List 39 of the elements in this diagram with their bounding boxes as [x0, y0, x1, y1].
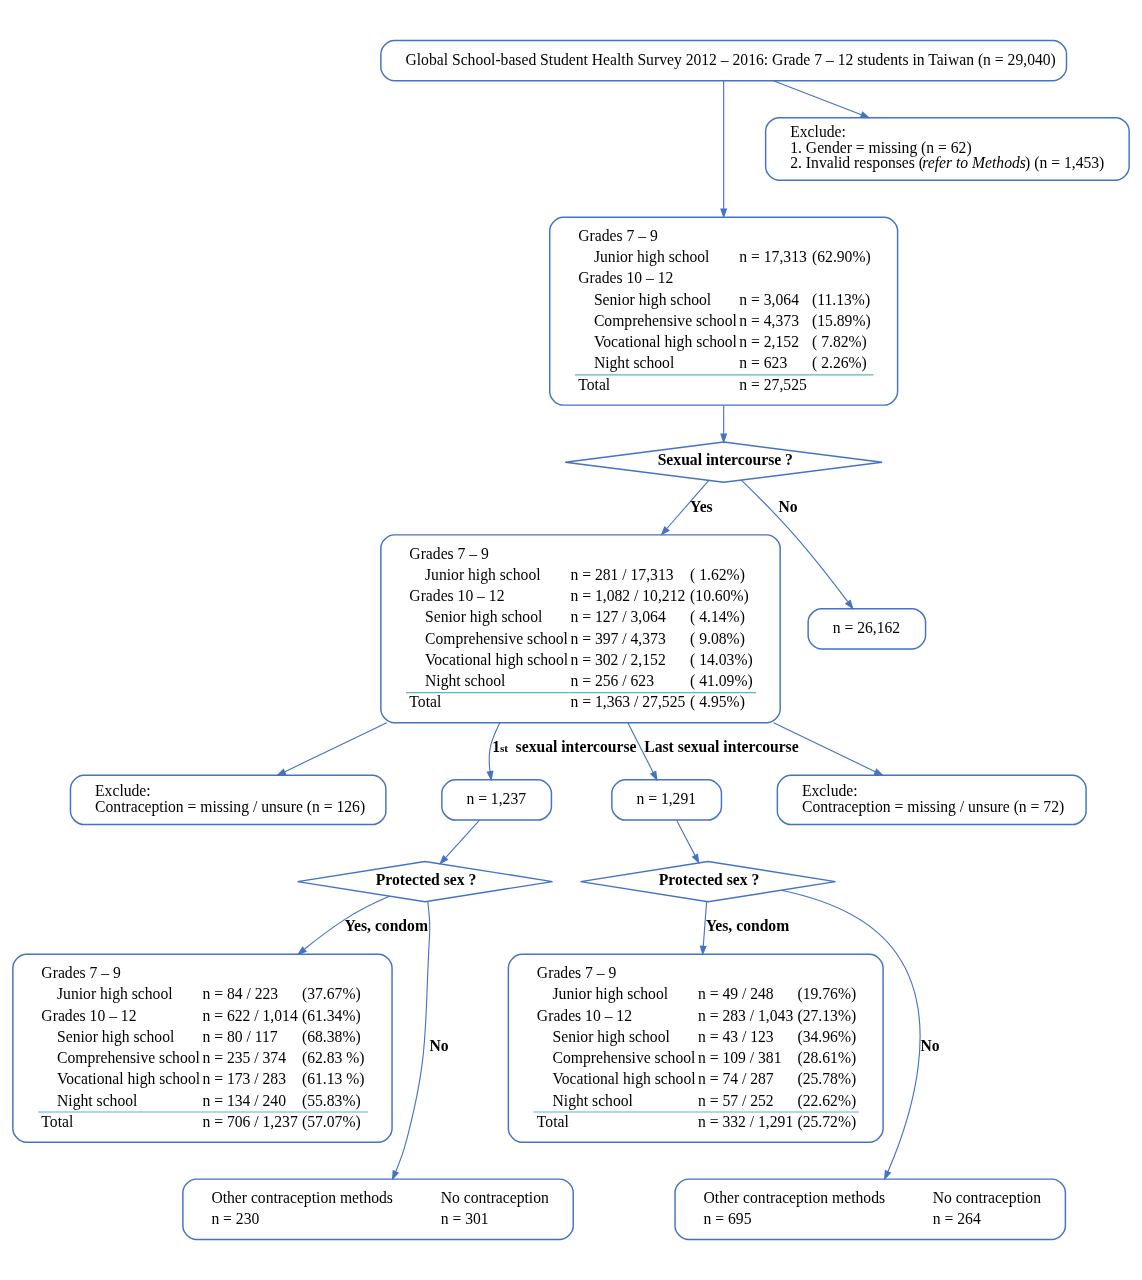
arrow — [720, 80, 728, 219]
arrow — [627, 722, 658, 782]
node-box: Other contraception methods No contraception n = 695 n = 264 — [674, 1178, 1067, 1241]
arrow — [486, 722, 501, 782]
arrow — [772, 80, 871, 119]
edge-label: No — [920, 1037, 940, 1055]
node-diamond: Sexual intercourse ? — [564, 441, 883, 484]
arrow — [699, 901, 708, 956]
edge-label: Yes, condom — [705, 917, 790, 935]
node-box: Exclude: 1. Gender = missing (n = 62) 2. Invalid responses (refer to Methods) (n = 1,453) — [764, 116, 1130, 181]
node-diamond: Protected sex ? — [579, 860, 837, 903]
node-diamond: Protected sex ? — [296, 860, 554, 903]
node-box: Exclude: Contraception = missing / unsure (n = 126) — [69, 774, 387, 826]
edge-label: 1st sexual intercourse — [492, 738, 637, 756]
node-box: Other contraception methods No contraception n = 230 n = 301 — [182, 1178, 574, 1241]
arrow — [773, 722, 885, 776]
node-box: Grades 7 – 9 Junior high school n = 281 / 17,313 ( 1.62%) Grades 10 – 12 n = 1,082 / 10,212 (10.60%) Senior high school n = 127 / 3,064 ( 4.14%) Comprehensive schooln = 397 / 4,373 ( 9.08%) Vocational high schooln = 302 / 2,152 ( 14.03%) Night school n = 256 / 623 ( 41.09%) Total n = 1,363 / 27,525 ( 4.95%) — [380, 534, 781, 724]
arrow — [391, 900, 431, 1181]
arrow — [720, 404, 728, 444]
node-box: Exclude: Contraception = missing / unsure (n = 72) — [776, 774, 1087, 826]
arrow — [296, 895, 390, 956]
node-box: Grades 7 – 9 Junior high school n = 84 / 223 (37.67%) Grades 10 – 12 n = 622 / 1,014 (61.34%) Senior high school n = 80 / 117 (68.38%) Comprehensive schooln = 235 / 374 (62.83 %) Vocational high schooln = 173 / 283 (61.13 %) Night school n = 134 / 240 (55.83%) Total n = 706 / 1,237 (57.07%) — [12, 953, 393, 1143]
node-box: n = 1,237 — [441, 779, 553, 821]
arrow — [660, 480, 710, 536]
edge-label: Last sexual intercourse — [644, 738, 799, 756]
node-box: Grades 7 – 9 Junior high school n = 17,313 (62.90%) Grades 10 – 12 Senior high school n = 3,064 (11.13%) Comprehensive schooln = 4,373 (15.89%) Vocational high schooln = 2,152 ( 7.82%) Night school n = 623 ( 2.26%) Total n = 27,525 — [549, 216, 899, 406]
edge-label: No — [778, 497, 798, 515]
arrow — [676, 819, 700, 865]
edge-label: No — [429, 1037, 449, 1055]
edge-label: Yes, condom — [344, 917, 428, 935]
node-box: Global School-based Student Health Survey 2012 – 2016: Grade 7 – 12 students in Taiwan (n = 29,040) — [380, 39, 1068, 82]
node-box: n = 26,162 — [807, 607, 927, 650]
arrow — [780, 889, 921, 1181]
node-box: n = 1,291 — [611, 779, 723, 821]
arrow — [740, 479, 854, 610]
edge-label: Yes — [690, 497, 713, 515]
arrow — [275, 722, 388, 776]
arrow — [439, 819, 480, 865]
node-box: Grades 7 – 9 Junior high school n = 49 / 248 (19.76%) Grades 10 – 12 n = 283 / 1,043 (27.13%) Senior high school n = 43 / 123 (34.96%) Comprehensive schooln = 109 / 381 (28.61%) Vocational high schooln = 74 / 287 (25.78%) Night school n = 57 / 252 (22.62%) Total n = 332 / 1,291 (25.72%) — [507, 953, 884, 1143]
